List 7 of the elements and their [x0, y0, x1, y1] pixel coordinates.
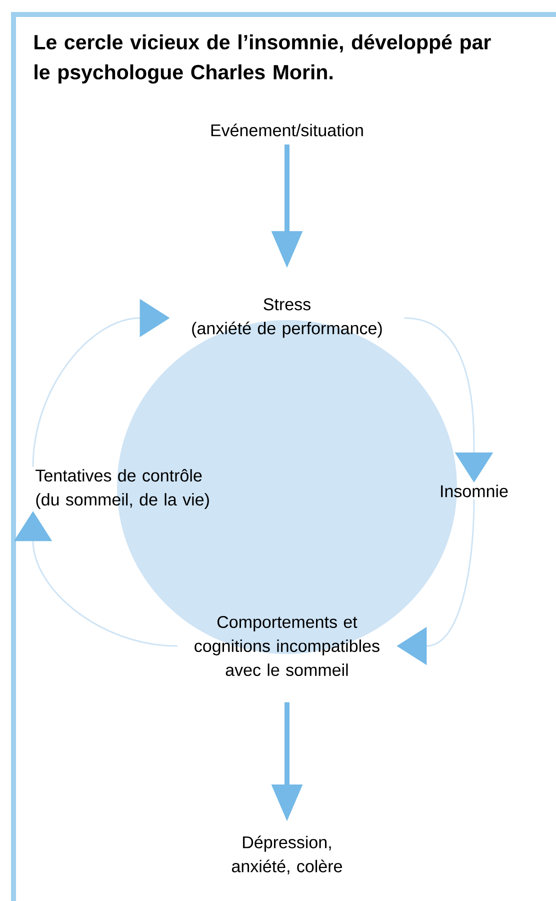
node-label: Evénement/situation [211, 124, 363, 136]
title: Le cercle vicieux de l’insomnie, développé par le psychologue Charles Morin. [34, 34, 491, 84]
node-label: Insomnie [441, 484, 508, 498]
node-label: Tentatives de contrôle (du sommeil, de la vie) [36, 469, 209, 509]
node-label: Stress (anxiété de performance) [192, 298, 382, 338]
node-label: Dépression, anxiété, colère [232, 836, 342, 874]
node-label: Comportements et cognitions incompatibles avec le sommeil [194, 616, 380, 676]
